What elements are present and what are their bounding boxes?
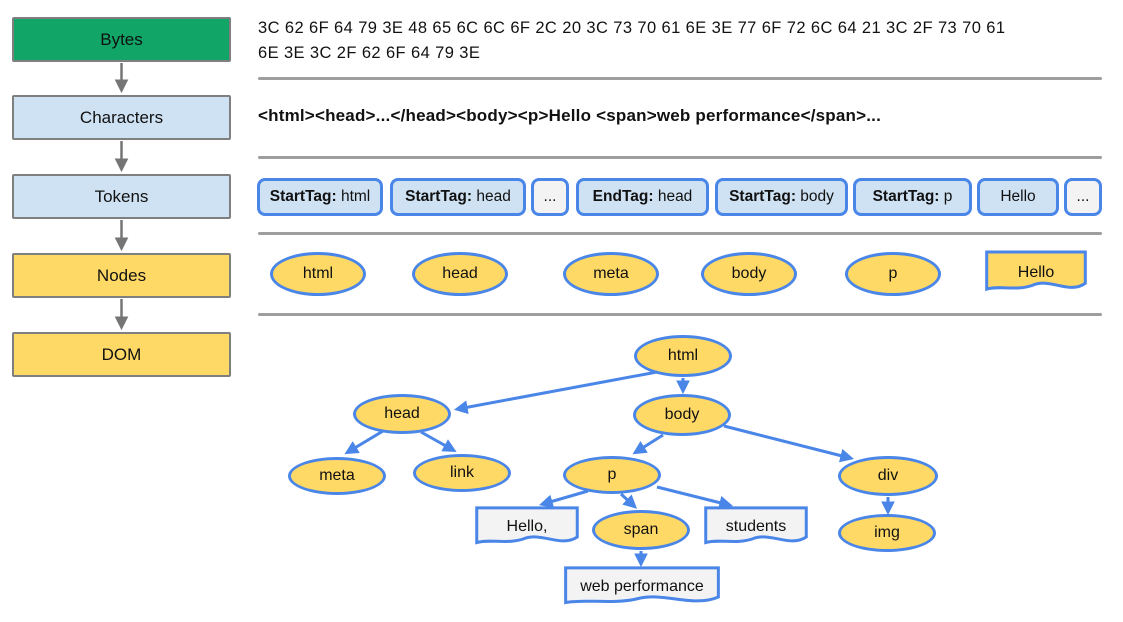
document-shape bbox=[563, 566, 721, 608]
stage-box-nodes: Nodes bbox=[12, 253, 231, 298]
node-label: head bbox=[442, 265, 478, 282]
node-p: p bbox=[845, 252, 941, 296]
stage-box-characters: Characters bbox=[12, 95, 231, 140]
characters-string: <html><head>...</head><body><p>Hello <sp… bbox=[258, 106, 882, 125]
node-label: img bbox=[874, 524, 900, 541]
token-kind: StartTag: bbox=[729, 188, 796, 205]
edge-body-p bbox=[632, 433, 664, 455]
bytes-line-1: 3C 62 6F 64 79 3E 48 65 6C 6C 6F 2C 20 3… bbox=[258, 19, 1006, 37]
document-shape bbox=[704, 506, 808, 548]
node-label: p bbox=[888, 265, 898, 282]
row-divider bbox=[258, 77, 1102, 80]
stage-box-tokens: Tokens bbox=[12, 174, 231, 219]
stage-label: Characters bbox=[79, 107, 164, 127]
stage-box-bytes: Bytes bbox=[12, 17, 231, 62]
dom-node-div: div bbox=[838, 456, 938, 496]
node-body: body bbox=[701, 252, 797, 296]
node-text-hello: Hello bbox=[985, 250, 1087, 295]
dom-node-span: span bbox=[592, 510, 690, 550]
dom-node-head: head bbox=[353, 394, 451, 434]
stage-label: DOM bbox=[101, 344, 142, 364]
token-kind: EndTag: bbox=[592, 188, 654, 205]
row-divider bbox=[258, 313, 1102, 316]
stage-label: Tokens bbox=[94, 186, 149, 206]
edge-html-head bbox=[453, 370, 658, 415]
row-divider bbox=[258, 232, 1102, 235]
node-label: html bbox=[302, 265, 334, 282]
token-starttag-head: StartTag: head bbox=[390, 178, 526, 216]
dom-node-img: img bbox=[838, 514, 936, 552]
node-label: div bbox=[877, 467, 899, 484]
token-value: head bbox=[472, 188, 511, 205]
node-html: html bbox=[270, 252, 366, 296]
edge-p-span bbox=[619, 492, 638, 509]
token-value: body bbox=[795, 188, 834, 205]
token-value: head bbox=[653, 188, 693, 205]
row-divider bbox=[258, 156, 1102, 159]
node-label: link bbox=[449, 464, 474, 481]
dom-node-body: body bbox=[633, 394, 731, 436]
bytes-hex-text: 3C 62 6F 64 79 3E 48 65 6C 6C 6F 2C 20 3… bbox=[258, 16, 1058, 66]
token-ellipsis: ... bbox=[1064, 178, 1102, 216]
node-label: span bbox=[623, 521, 659, 538]
dom-node-html: html bbox=[634, 335, 732, 377]
token-value: Hello bbox=[1000, 188, 1036, 205]
node-label: web performance bbox=[580, 578, 704, 595]
dom-textnode-web-performance: web performance bbox=[563, 566, 721, 608]
node-label: html bbox=[667, 347, 699, 364]
token-endtag-head: EndTag: head bbox=[576, 178, 709, 216]
node-label: students bbox=[725, 518, 787, 535]
document-shape bbox=[985, 250, 1087, 295]
stage-label: Nodes bbox=[96, 265, 147, 285]
node-label: body bbox=[664, 406, 700, 423]
node-label: p bbox=[607, 466, 617, 483]
stage-label: Bytes bbox=[100, 29, 143, 49]
token-ellipsis: ... bbox=[531, 178, 569, 216]
dom-textnode-students: students bbox=[704, 506, 808, 548]
token-text-hello: Hello bbox=[977, 178, 1059, 216]
token-starttag-p: StartTag: p bbox=[853, 178, 972, 216]
node-label: meta bbox=[593, 265, 629, 282]
token-kind: StartTag: bbox=[872, 188, 940, 205]
node-label: meta bbox=[319, 467, 355, 484]
node-head: head bbox=[412, 252, 508, 296]
edge-body-div bbox=[723, 424, 855, 463]
token-kind: StartTag: bbox=[269, 188, 337, 205]
edge-head-link bbox=[420, 430, 457, 453]
node-label: body bbox=[731, 265, 767, 282]
node-meta: meta bbox=[563, 252, 659, 296]
token-starttag-html: StartTag: html bbox=[257, 178, 383, 216]
token-starttag-body: StartTag: body bbox=[715, 178, 848, 216]
token-value: ... bbox=[1076, 188, 1090, 205]
document-shape bbox=[475, 506, 579, 548]
edge-p-students bbox=[656, 485, 734, 510]
node-label: Hello bbox=[1017, 263, 1055, 281]
bytes-line-2: 6E 3E 3C 2F 62 6F 64 79 3E bbox=[258, 44, 481, 62]
dom-node-meta: meta bbox=[288, 457, 386, 495]
edge-p-hello bbox=[539, 489, 589, 508]
node-label: Hello, bbox=[506, 518, 548, 535]
dom-textnode-hello: Hello, bbox=[475, 506, 579, 548]
token-value: p bbox=[939, 188, 953, 205]
token-value: ... bbox=[543, 188, 557, 205]
stage-box-dom: DOM bbox=[12, 332, 231, 377]
dom-node-p: p bbox=[563, 456, 661, 494]
node-label: head bbox=[384, 405, 420, 422]
edge-head-meta bbox=[344, 429, 384, 455]
dom-node-link: link bbox=[413, 454, 511, 492]
token-value: html bbox=[336, 188, 371, 205]
token-kind: StartTag: bbox=[405, 188, 473, 205]
